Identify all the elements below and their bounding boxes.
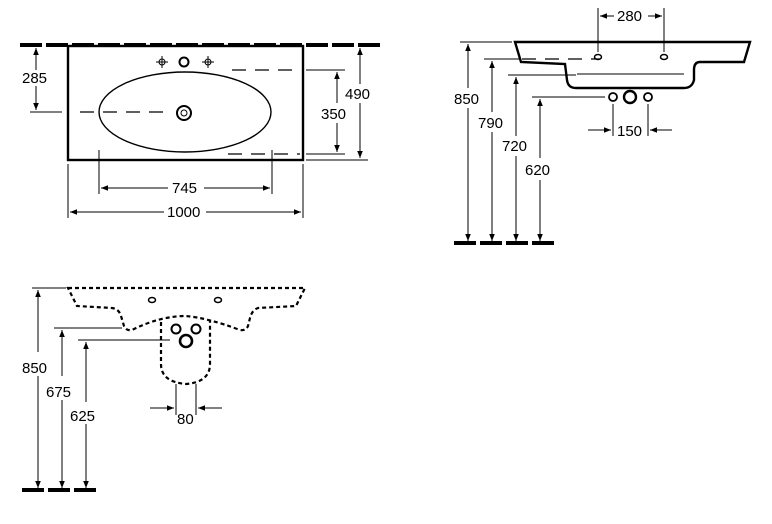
dim-height-rim: 790 [478,115,503,132]
basin-front-outline [66,286,307,332]
dim-supply-spacing: 150 [617,123,642,140]
bowl-outline [98,71,272,153]
dim-bowl-width: 745 [172,180,197,197]
dim-height-waste: 675 [46,384,71,401]
basin-outline [66,44,305,162]
dim-depth: 490 [345,86,370,103]
tap-hole-icon [593,53,603,61]
tap-hole-icon [147,296,157,304]
drain-icon [176,105,192,121]
front-view: 80 850 675 625 [22,286,307,492]
siphon-cover-outline [159,320,212,386]
dim-height-waste: 720 [502,138,527,155]
dim-height-total: 850 [22,360,47,377]
dim-height-total: 850 [454,91,479,108]
valve-icon [170,323,182,335]
tap-hole-icon [659,53,669,61]
waste-pipe-icon [178,333,194,349]
side-view: 280 150 850 790 720 620 [454,8,752,245]
valve-icon [608,92,618,102]
dim-tap-spacing: 280 [617,8,642,25]
valve-icon [643,92,653,102]
top-view: 285 350 490 745 1000 [20,43,380,221]
dim-width: 1000 [167,204,200,221]
dim-bowl-depth: 350 [321,106,346,123]
valve-icon [190,323,202,335]
tap-hole-icon [213,296,223,304]
dim-supply-spacing: 80 [177,411,194,428]
tap-hole-right-icon [202,56,214,68]
tap-hole-left-icon [156,56,168,68]
dim-height-supply: 620 [525,162,550,179]
dim-height-supply: 625 [70,408,95,425]
drain-inner-icon [180,109,188,117]
waste-pipe-icon [622,89,638,105]
dim-drain-offset: 285 [22,70,47,87]
tap-hole-icon [178,56,190,68]
basin-profile [513,40,752,90]
